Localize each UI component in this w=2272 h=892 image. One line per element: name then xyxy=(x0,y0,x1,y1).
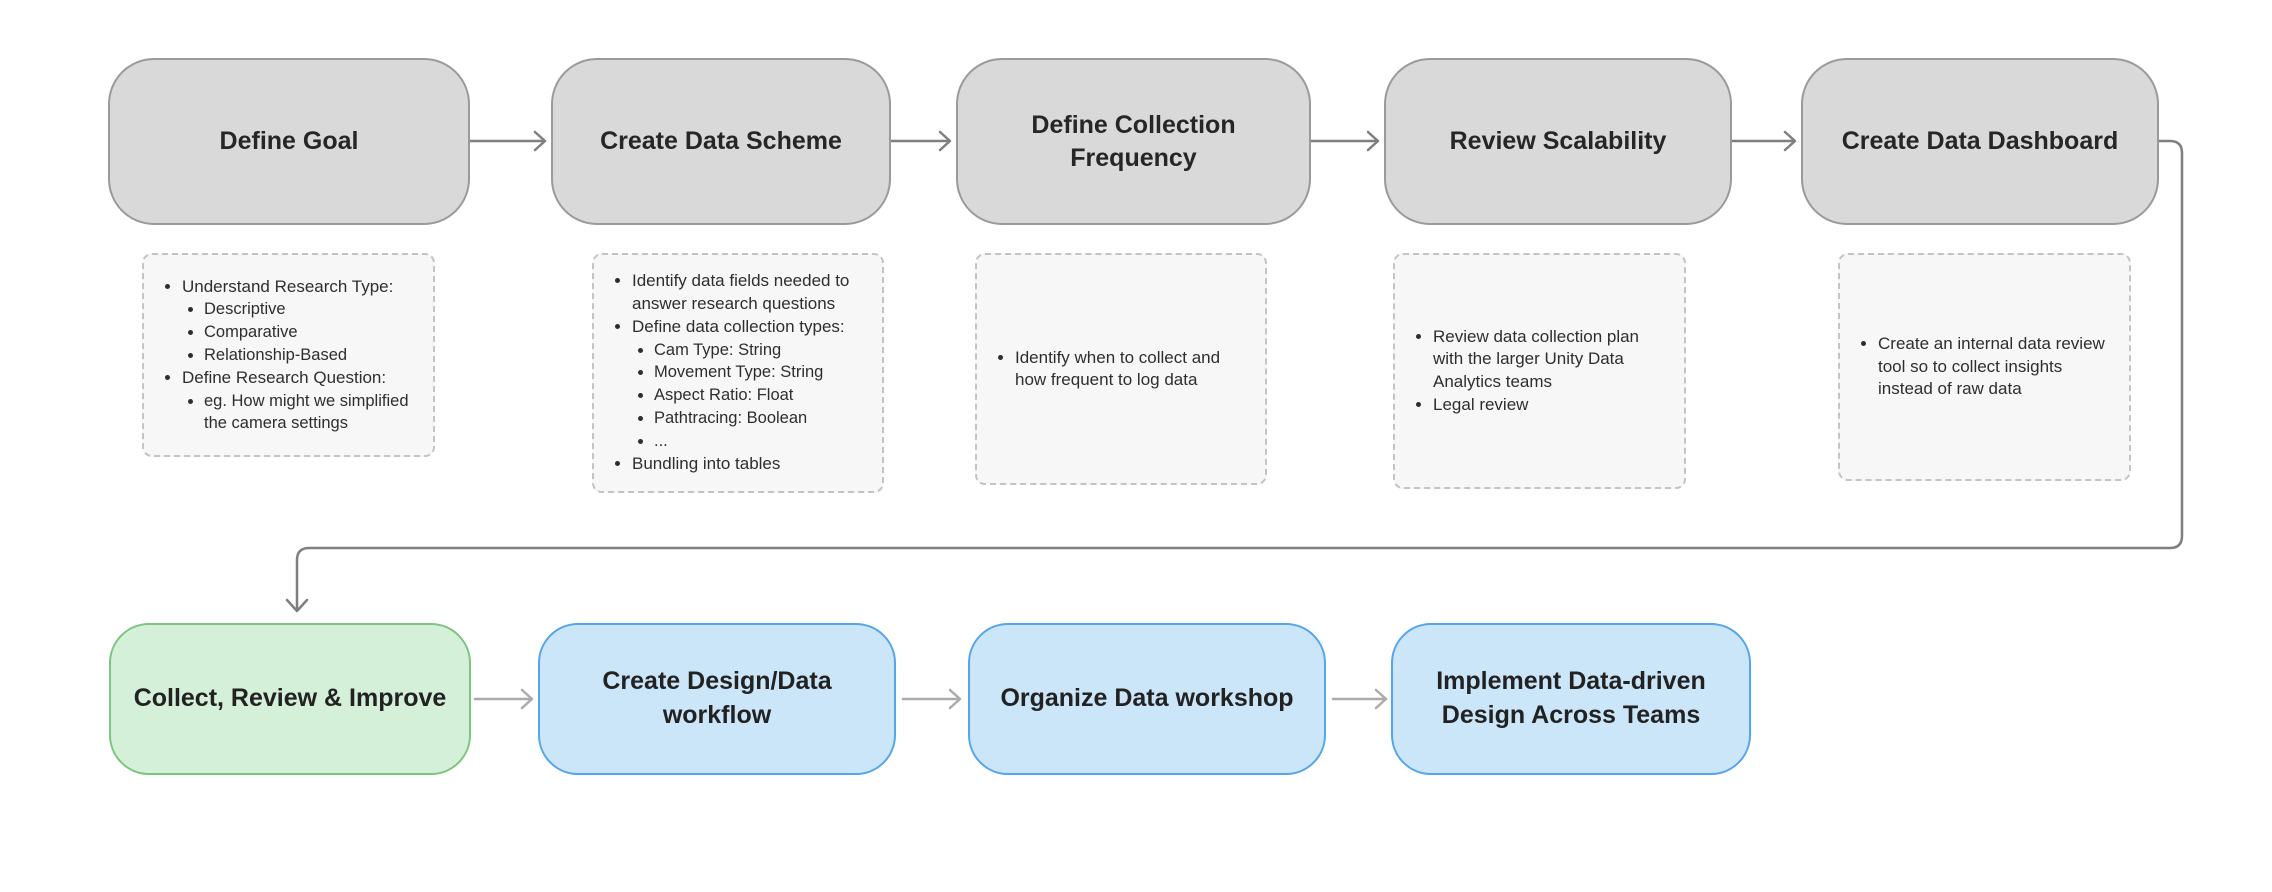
note-bullet-text: Define data collection types: xyxy=(632,317,845,337)
note-bullet: Bundling into tables xyxy=(632,453,868,475)
note-bullet-text: Create an internal data review tool so t… xyxy=(1878,334,2105,399)
note-list: Create an internal data review tool so t… xyxy=(1854,332,2115,401)
stage-create-design-data-workflow[interactable]: Create Design/Data workflow xyxy=(538,623,896,775)
note-bullet: Aspect Ratio: Float xyxy=(654,385,868,407)
note-bullet: Legal review xyxy=(1433,394,1670,416)
stage-label: Implement Data-driven Design Across Team… xyxy=(1436,667,1706,729)
note-bullet-text: Identify when to collect and how frequen… xyxy=(1015,347,1221,389)
stage-define-collection-frequency[interactable]: Define Collection Frequency xyxy=(956,58,1311,225)
note-bullet: Understand Research Type: DescriptiveComp… xyxy=(182,276,419,367)
note-list: Identify data fields needed to answer re… xyxy=(608,269,868,477)
note-list: Review data collection plan with the lar… xyxy=(1409,325,1670,418)
stage-create-data-dashboard[interactable]: Create Data Dashboard xyxy=(1801,58,2159,225)
arrow-stage3-stage4 xyxy=(1309,130,1380,152)
arrow-workflow-workshop xyxy=(901,688,962,710)
note-bullet-text: Understand Research Type: xyxy=(182,276,394,296)
note-bullet-text: Bundling into tables xyxy=(632,454,781,474)
note-define-goal[interactable]: Understand Research Type: DescriptiveComp… xyxy=(142,253,435,457)
arrow-stage2-stage3 xyxy=(889,130,952,152)
stage-review-scalability[interactable]: Review Scalability xyxy=(1384,58,1732,225)
stage-label: Create Design/Data workflow xyxy=(602,667,832,729)
note-bullet: Movement Type: String xyxy=(654,362,868,384)
note-bullet: Comparative xyxy=(204,322,419,344)
note-create-data-scheme[interactable]: Identify data fields needed to answer re… xyxy=(592,253,884,493)
stage-label: Organize Data workshop xyxy=(1000,684,1294,713)
stage-create-data-scheme[interactable]: Create Data Scheme xyxy=(551,58,891,225)
arrow-stage4-stage5 xyxy=(1730,130,1797,152)
stage-label: Define Goal xyxy=(219,127,359,156)
note-bullet-text: Descriptive xyxy=(204,300,286,319)
note-bullet: Review data collection plan with the lar… xyxy=(1433,326,1670,393)
note-bullet: Descriptive xyxy=(204,299,419,321)
note-review-scalability[interactable]: Review data collection plan with the lar… xyxy=(1393,253,1686,489)
note-bullet: eg. How might we simplified the camera s… xyxy=(204,391,419,435)
note-bullet: Define data collection types: Cam Type: S… xyxy=(632,316,868,452)
note-bullet-text: Movement Type: String xyxy=(654,363,824,382)
note-bullet-text: Define Research Question: xyxy=(182,368,387,388)
note-bullet: Pathtracing: Boolean xyxy=(654,408,868,430)
stage-label: Collect, Review & Improve xyxy=(133,684,447,713)
note-bullet: Relationship-Based xyxy=(204,345,419,367)
note-bullet-text: Review data collection plan with the lar… xyxy=(1433,326,1640,391)
note-bullet-text: Cam Type: String xyxy=(654,340,782,359)
arrow-stage1-stage2 xyxy=(468,130,547,152)
stage-collect-review-improve[interactable]: Collect, Review & Improve xyxy=(109,623,471,775)
note-bullet: Create an internal data review tool so t… xyxy=(1878,333,2115,400)
stage-define-goal[interactable]: Define Goal xyxy=(108,58,470,225)
note-list: Understand Research Type: DescriptiveComp… xyxy=(158,275,419,436)
note-bullet-text: Comparative xyxy=(204,322,298,341)
note-define-collection-frequency[interactable]: Identify when to collect and how frequen… xyxy=(975,253,1267,485)
note-bullet-text: eg. How might we simplified the camera s… xyxy=(204,391,409,432)
stage-label: Review Scalability xyxy=(1449,127,1667,156)
stage-label: Create Data Dashboard xyxy=(1841,127,2119,156)
note-bullet-text: Pathtracing: Boolean xyxy=(654,408,808,427)
stage-label: Define Collection Frequency xyxy=(1031,111,1236,172)
note-bullet: Cam Type: String xyxy=(654,340,868,362)
note-bullet-text: Legal review xyxy=(1433,394,1529,414)
arrow-workshop-implement xyxy=(1331,688,1388,710)
stage-label: Create Data Scheme xyxy=(600,127,842,156)
arrow-collect-workflow xyxy=(473,688,534,710)
note-bullet: ... xyxy=(654,431,868,453)
note-bullet-text: Relationship-Based xyxy=(204,345,348,364)
note-bullet: Identify when to collect and how frequen… xyxy=(1015,347,1251,392)
note-bullet-text: Aspect Ratio: Float xyxy=(654,386,794,405)
note-list: Identify when to collect and how frequen… xyxy=(991,346,1251,393)
note-create-data-dashboard[interactable]: Create an internal data review tool so t… xyxy=(1838,253,2131,481)
note-bullet-text: Identify data fields needed to answer re… xyxy=(632,271,850,313)
note-bullet-text: ... xyxy=(654,431,668,450)
note-bullet: Identify data fields needed to answer re… xyxy=(632,270,868,315)
stage-implement-data-driven-design[interactable]: Implement Data-driven Design Across Team… xyxy=(1391,623,1751,775)
note-bullet: Define Research Question: eg. How might w… xyxy=(182,367,419,434)
stage-organize-data-workshop[interactable]: Organize Data workshop xyxy=(968,623,1326,775)
